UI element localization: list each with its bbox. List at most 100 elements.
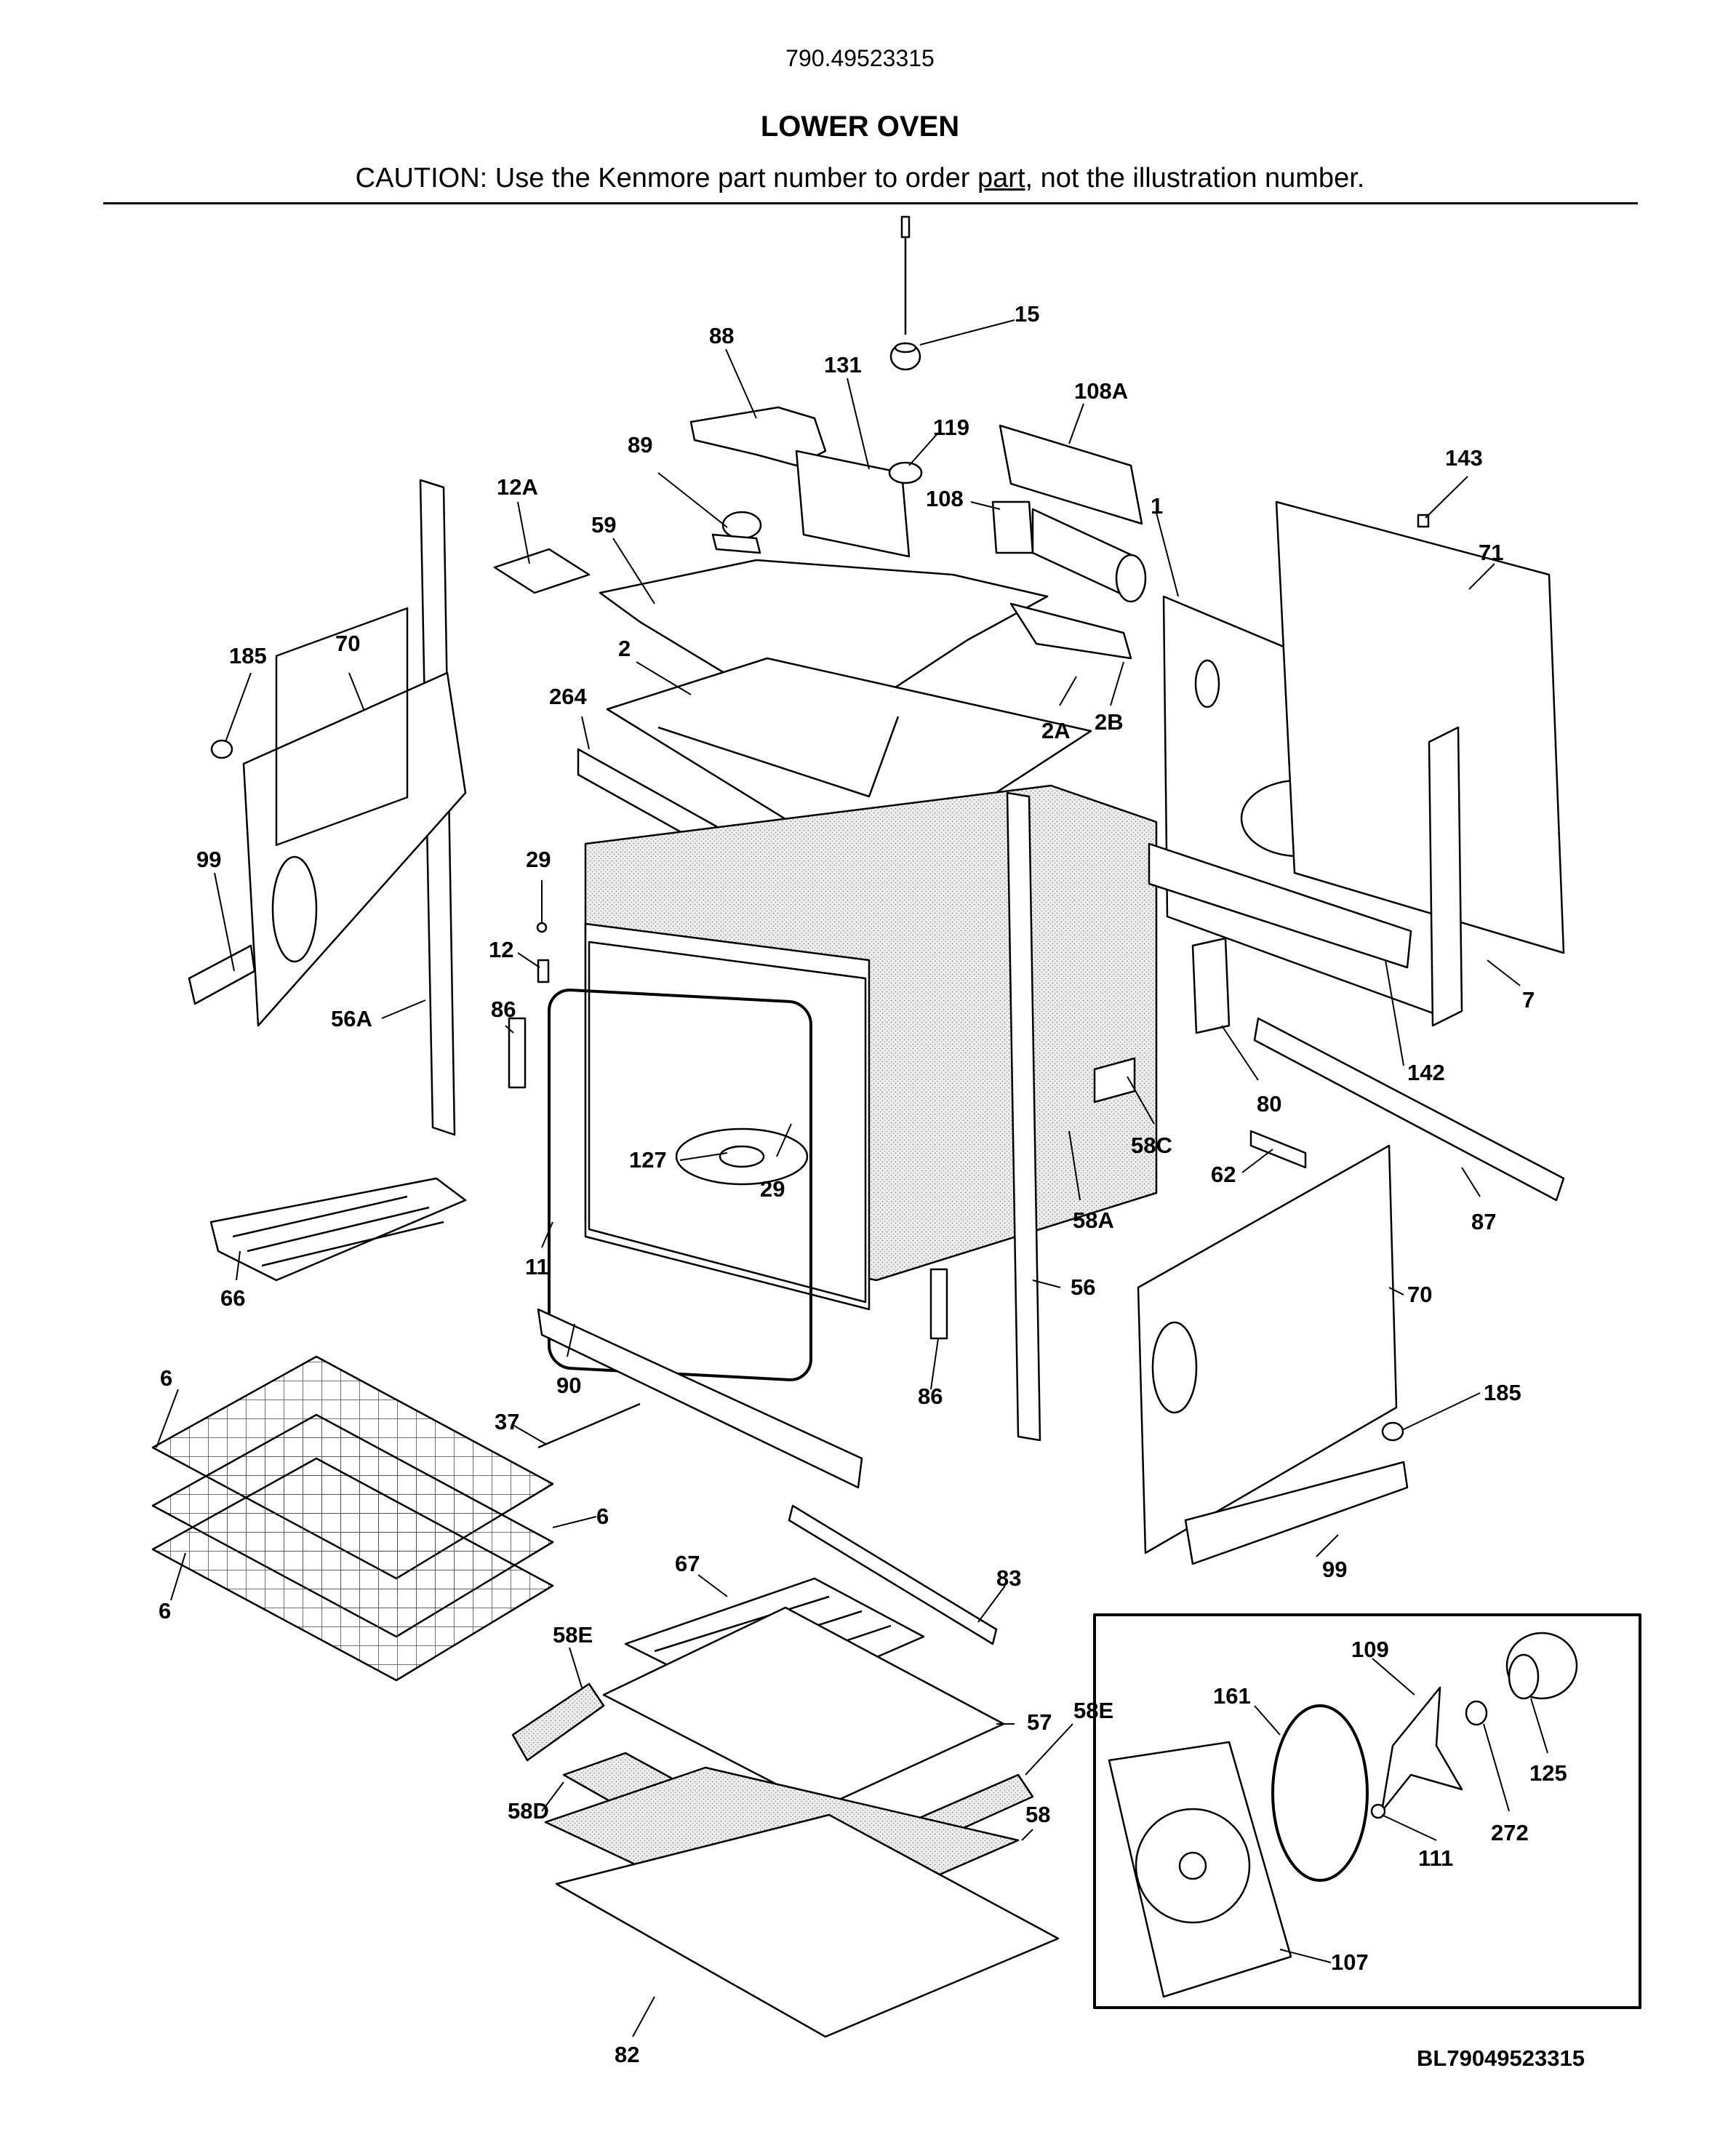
diagram-code: BL79049523315	[1417, 2045, 1585, 2071]
callout-70: 70	[335, 631, 360, 656]
callout-131: 131	[824, 352, 862, 378]
part-89-thermostat	[711, 511, 762, 554]
part-142-crossbar	[1148, 842, 1412, 969]
callout-88: 88	[709, 323, 734, 348]
callout-125: 125	[1529, 1760, 1567, 1786]
part-59-baffle	[599, 559, 1049, 729]
part-80-bracket	[1191, 937, 1231, 1034]
header-divider	[103, 202, 1638, 204]
callout-2B: 2B	[1095, 709, 1124, 735]
callout-12: 12	[489, 937, 513, 962]
callout-6: 6	[160, 1365, 172, 1391]
section-title: LOWER OVEN	[760, 111, 960, 143]
callout-58E: 58E	[553, 1622, 593, 1648]
callout-56: 56	[1071, 1274, 1095, 1300]
part-108A-cover	[999, 424, 1143, 525]
callout-109: 109	[1351, 1637, 1389, 1662]
oven-cavity	[584, 784, 1158, 1311]
part-161-fan-element	[1271, 1704, 1369, 1882]
part-12-bulb-socket	[537, 959, 550, 983]
part-107-fan-cover	[1108, 1741, 1292, 1998]
callout-185-right: 185	[1484, 1380, 1521, 1405]
callout-82: 82	[615, 2042, 639, 2067]
model-number: 790.49523315	[785, 45, 935, 71]
caution-part-link: part	[977, 163, 1025, 193]
callout-29: 29	[526, 847, 551, 872]
callout-29-lower: 29	[760, 1176, 785, 1202]
callout-leaders	[156, 319, 1548, 2037]
callout-87: 87	[1471, 1209, 1496, 1234]
callout-1: 1	[1151, 493, 1163, 519]
part-66-broil-element	[209, 1177, 467, 1282]
part-185-bumper	[210, 739, 233, 759]
callout-66: 66	[220, 1285, 245, 1311]
callout-62: 62	[1211, 1162, 1236, 1187]
part-58E-insulation	[511, 1682, 605, 1762]
callout-56A: 56A	[331, 1006, 372, 1031]
part-87-channel	[1253, 1017, 1565, 1202]
callout-108A: 108A	[1074, 378, 1128, 404]
callout-111: 111	[1418, 1845, 1453, 1871]
callout-107: 107	[1331, 1949, 1369, 1975]
callout-59: 59	[591, 512, 616, 538]
callout-37: 37	[495, 1409, 519, 1434]
part-62-terminal	[1249, 1130, 1307, 1169]
caution-text: CAUTION: Use the Kenmore part number to …	[355, 163, 978, 193]
callout-272: 272	[1491, 1820, 1529, 1845]
part-12A-shield	[493, 548, 591, 594]
part-272-spacer	[1465, 1700, 1488, 1726]
callout-58D: 58D	[508, 1798, 549, 1824]
callout-15: 15	[1015, 301, 1039, 327]
part-111-nut	[1370, 1803, 1386, 1819]
part-86-clip-lower	[929, 1268, 948, 1340]
part-83-bar	[788, 1504, 998, 1645]
part-99-bracket-right	[1184, 1461, 1409, 1565]
part-56-rail	[1006, 791, 1041, 1442]
callout-58E-right: 58E	[1073, 1698, 1113, 1723]
callout-83: 83	[996, 1565, 1021, 1591]
callout-185: 185	[229, 643, 267, 668]
callout-71: 71	[1479, 540, 1503, 565]
part-131-bracket	[795, 450, 911, 558]
callout-7: 7	[1522, 987, 1535, 1013]
callout-2A: 2A	[1041, 718, 1071, 743]
part-99-bracket	[188, 944, 256, 1005]
callout-99: 99	[196, 847, 221, 872]
part-109-fan-blade	[1380, 1686, 1463, 1813]
callout-86-lower: 86	[918, 1384, 943, 1409]
part-82-bottom-pan	[555, 1813, 1060, 2038]
callout-57: 57	[1027, 1709, 1052, 1735]
callout-161: 161	[1213, 1683, 1251, 1709]
part-37-rod	[537, 1402, 641, 1449]
callout-143: 143	[1445, 445, 1483, 471]
callout-127: 127	[629, 1147, 667, 1173]
part-108-fan	[991, 500, 1147, 603]
convection-fan-inset	[1093, 1613, 1641, 2009]
callout-142: 142	[1407, 1060, 1445, 1085]
part-185-bumper-right	[1381, 1421, 1404, 1442]
callout-6-bottom: 6	[159, 1598, 171, 1624]
callout-89: 89	[628, 432, 652, 458]
callout-58: 58	[1025, 1802, 1050, 1827]
callout-108: 108	[926, 486, 964, 511]
caution-text-end: , not the illustration number.	[1025, 163, 1365, 193]
callout-67: 67	[675, 1551, 700, 1576]
part-119-switch	[888, 461, 923, 484]
callout-86: 86	[491, 997, 516, 1022]
callout-119: 119	[933, 415, 969, 440]
part-7-upright	[1428, 726, 1463, 1027]
caution-note: CAUTION: Use the Kenmore part number to …	[0, 163, 1720, 194]
part-15-temperature-sensor	[889, 215, 921, 371]
callout-70-right: 70	[1407, 1282, 1432, 1307]
callout-11: 11	[525, 1254, 549, 1279]
callout-12A: 12A	[497, 474, 538, 500]
part-125-motor	[1505, 1632, 1578, 1700]
part-86-clip	[508, 1017, 527, 1089]
part-71-rear-wall	[1275, 500, 1565, 954]
callout-2: 2	[618, 636, 631, 661]
part-90-trim	[537, 1308, 863, 1489]
callout-264: 264	[549, 684, 587, 709]
callout-90: 90	[556, 1373, 581, 1398]
part-58C-insulation	[1093, 1057, 1136, 1103]
